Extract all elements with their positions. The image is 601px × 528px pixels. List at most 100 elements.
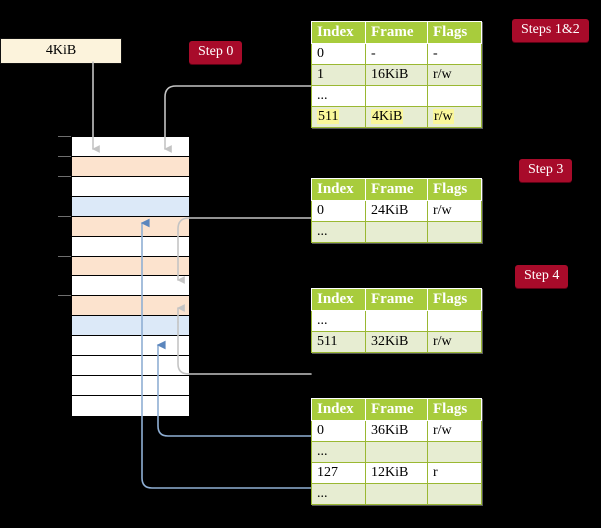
table-cell: - [427,43,482,65]
table-cell: 24KiB [365,200,428,222]
table-cell: 0 [311,420,366,442]
column-header-frame: Frame [365,288,428,311]
table-cell: 511 [311,106,366,128]
table-cell: r [427,462,482,484]
highlighted-value: 4KiB [371,109,404,124]
column-header-index: Index [311,398,366,421]
column-header-flags: Flags [427,288,482,311]
table-cell: ... [311,441,366,463]
memory-frame-row [72,336,189,357]
table-cell: r/w [427,200,482,222]
table-row: 511 4KiB r/w [311,106,482,128]
table-cell: 511 [311,331,366,353]
table-row: ... [311,85,482,107]
highlighted-value: 511 [317,109,340,124]
memory-frame-row [72,156,189,177]
memory-grid-tick [58,255,71,257]
memory-frame-grid [71,136,190,416]
memory-grid-tick [58,295,71,297]
page-box-label: 4KiB [45,43,77,58]
table-cell: r/w [427,106,482,128]
memory-frame-row [72,256,189,277]
highlighted-value: r/w [433,109,454,124]
page-box-4kib: 4KiB [0,38,122,64]
table-cell: 1 [311,64,366,86]
memory-frame-row [72,216,189,237]
badge-step-3: Step 3 [519,159,573,182]
badge-step-0: Step 0 [189,41,243,64]
badge-step-4: Step 4 [515,265,569,288]
table-cell: - [365,43,428,65]
table-cell [365,85,428,107]
column-header-frame: Frame [365,398,428,421]
memory-frame-row [72,396,189,416]
table-cell: 4KiB [365,106,428,128]
table-cell: r/w [427,331,482,353]
table-cell: 36KiB [365,420,428,442]
table-row: ... [311,483,482,505]
memory-grid-tick [58,155,71,157]
table-cell [365,483,428,505]
table-cell [427,85,482,107]
column-header-flags: Flags [427,178,482,201]
table-row: ... [311,310,482,332]
column-header-index: Index [311,288,366,311]
table-row: ... [311,441,482,463]
table-cell [365,441,428,463]
table-cell: 32KiB [365,331,428,353]
table-cell: 16KiB [365,64,428,86]
table-cell: r/w [427,420,482,442]
table-cell [427,441,482,463]
table-cell: 127 [311,462,366,484]
memory-frame-row [72,356,189,377]
table-cell [427,483,482,505]
memory-frame-row [72,196,189,217]
wire-step4-frame-to-level2 [177,321,312,375]
memory-frame-row [72,276,189,297]
memory-grid-tick [58,175,71,177]
table-cell [365,310,428,332]
memory-grid-tick [58,136,71,137]
column-header-flags: Flags [427,21,482,44]
wire-step3-level1-to-frame [177,217,312,284]
table-cell: 0 [311,43,366,65]
table-cell [365,221,428,243]
table-cell: 12KiB [365,462,428,484]
memory-frame-row [72,176,189,197]
column-header-flags: Flags [427,398,482,421]
column-header-frame: Frame [365,21,428,44]
memory-frame-row [72,376,189,397]
memory-grid-tick [58,215,71,217]
memory-frame-row [72,236,189,257]
table-cell: r/w [427,64,482,86]
memory-frame-row [72,137,189,157]
table-cell: ... [311,85,366,107]
table-cell: ... [311,483,366,505]
table-cell: ... [311,221,366,243]
table-cell: ... [311,310,366,332]
column-header-index: Index [311,178,366,201]
table-row: ... [311,221,482,243]
table-cell [427,221,482,243]
memory-frame-row [72,296,189,317]
table-cell [427,310,482,332]
table-row: 0-- [311,43,482,65]
column-header-index: Index [311,21,366,44]
memory-frame-row [72,316,189,337]
table-cell: 0 [311,200,366,222]
badge-steps-1-2: Steps 1&2 [512,19,589,42]
